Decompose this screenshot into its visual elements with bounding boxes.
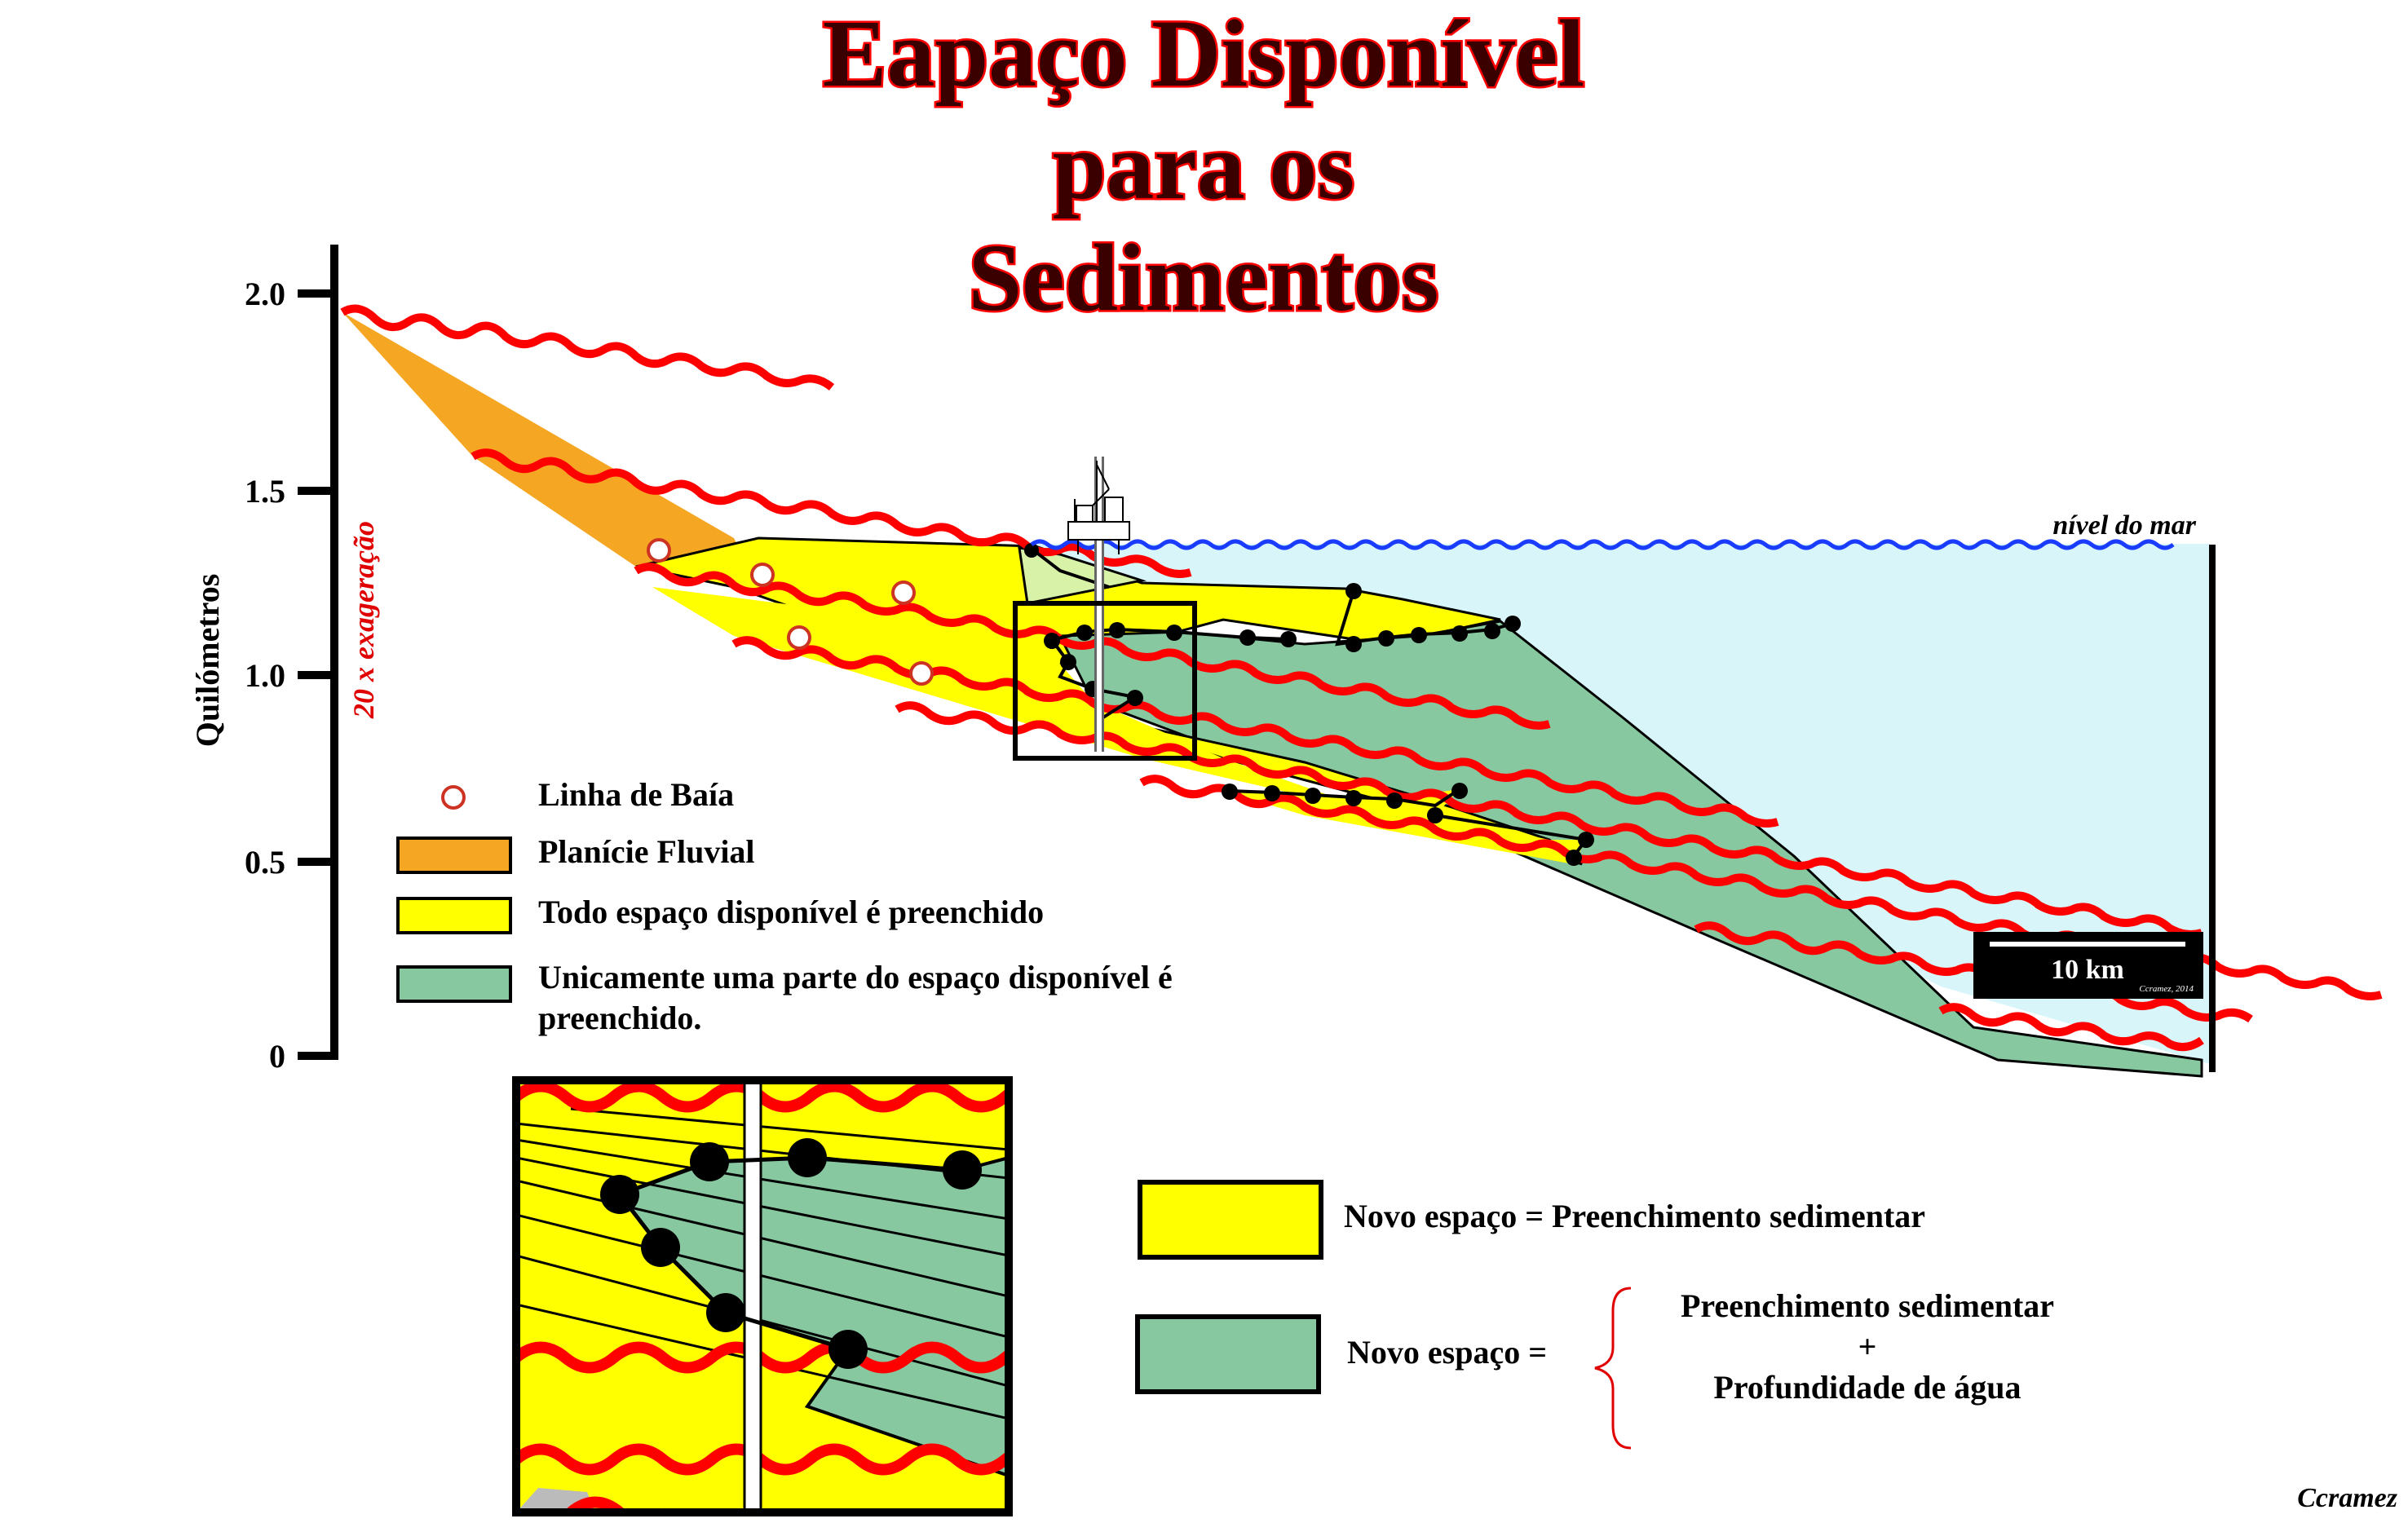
inset-trajectory [600,1138,982,1369]
sea-level-label: nível do mar [2052,510,2196,541]
open-circle-icon [647,538,671,563]
exaggeration-label: 20 x exageração [347,521,380,719]
legend-item-all-filled: Todo espaço disponível é preenchido [538,894,1044,930]
green-note-prefix: Novo espaço = [1347,1334,1547,1371]
scale-bar: 10 km Ccramez, 2014 [1973,932,2203,999]
bay-line-markers [647,538,934,686]
zoom-inset [512,1076,1013,1516]
yellow-swatch [396,897,512,934]
inset-bedding-lines [516,1107,1009,1420]
fluvial-plain [342,312,758,587]
horizon-8 [1938,1003,2204,1052]
inset-red-horizons [516,1080,1009,1512]
zoom-box [1013,601,1197,761]
credit: Ccramez [2297,1483,2398,1513]
legend-item-partly-filled-line-1: Unicamente uma parte do espaço disponíve… [538,959,1173,995]
horizon-2 [471,448,1192,578]
y-tick-label: 0.5 [245,844,285,881]
y-tick-label: 2.0 [245,276,285,312]
yellow-note-swatch [1138,1180,1323,1260]
y-tick-label: 1.5 [245,473,285,510]
legend-item-fluvial-plain: Planície Fluvial [538,833,755,870]
orange-swatch [396,837,512,874]
yellow-note-text: Novo espaço = Preenchimento sedimentar [1344,1198,1925,1234]
title: Eapaço Disponível para os Sedimentos [820,0,1586,333]
y-tick-label: 1.0 [245,657,285,694]
stratigraphic-horizons [340,304,2383,1052]
title-line-3: Sedimentos [969,224,1439,331]
green-note-top: Preenchimento sedimentar [1681,1287,2054,1324]
notes: Novo espaço = Preenchimento sedimentar N… [1135,1180,2054,1450]
title-line-1: Eapaço Disponível [823,0,1584,107]
open-circle-icon [787,625,811,650]
horizon-4 [731,636,1779,828]
curly-brace-icon [1594,1287,1632,1450]
legend: Linha de Baía Planície Fluvial Todo espa… [396,776,1173,1036]
y-axis-title: Quilómetros [189,574,226,748]
legend-item-partly-filled-line-2: preenchido. [538,1000,701,1036]
green-swatch [396,965,512,1003]
green-note-plus: + [1858,1328,1877,1365]
green-note-swatch [1135,1314,1321,1394]
y-tick-label: 0 [269,1038,285,1075]
open-circle-icon [441,785,466,810]
scale-credit: Ccramez, 2014 [2139,984,2194,994]
sea-surface [1030,539,2175,550]
horizon-3 [634,563,1551,730]
horizon-1 [340,304,835,391]
open-circle-icon [891,581,916,605]
open-circle-icon [909,661,934,686]
green-note-bottom: Profundidade de água [1713,1369,2021,1406]
title-line-2: para os [1053,113,1354,219]
open-circle-icon [750,563,775,587]
scale-label: 10 km [2051,955,2124,985]
horizon-5 [895,701,2203,938]
y-axis: 2.0 1.5 1.0 0.5 0 Quilómetros 20 x exage… [189,245,380,1075]
legend-item-bay-line: Linha de Baía [538,776,734,813]
